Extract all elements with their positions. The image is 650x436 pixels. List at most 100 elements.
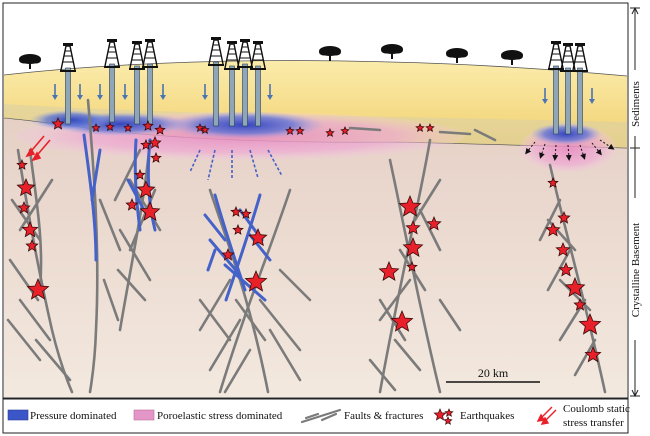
star-icon (17, 200, 31, 214)
pressure-propagation-arrows (189, 149, 283, 181)
down-arrow-icon (52, 84, 58, 100)
poroelastic-swatch (133, 409, 155, 421)
star-icon (584, 345, 602, 363)
star-icon (123, 123, 133, 133)
star-icon (16, 158, 28, 170)
oil-derrick-icon (237, 39, 253, 127)
down-arrow-icon (202, 84, 208, 100)
star-icon (148, 135, 162, 149)
star-icon (425, 123, 435, 133)
tree-icon (319, 46, 341, 61)
star-icon (390, 309, 414, 332)
legend-item-pressure: Pressure dominated (7, 409, 117, 422)
sediments-label: Sediments (630, 81, 642, 127)
star-icon (573, 297, 587, 311)
star-icon (125, 197, 139, 211)
legend-coulomb-label-2: stress transfer (563, 417, 624, 429)
star-icon (232, 223, 244, 235)
star-icon (221, 247, 235, 261)
star-icon (150, 151, 162, 163)
star-icon (398, 194, 422, 217)
legend-poroelastic-label: Poroelastic stress dominated (157, 410, 283, 422)
star-icon (295, 126, 305, 136)
oil-derrick-icon (129, 41, 145, 125)
star-icon (154, 123, 166, 135)
down-arrow-icon (97, 84, 103, 100)
star-icon (325, 128, 335, 138)
down-arrow-icon (77, 84, 83, 100)
star-icon (545, 221, 561, 237)
surface-trees (19, 44, 523, 69)
star-icon (200, 125, 210, 135)
star-icon (378, 260, 400, 281)
star-icon (406, 260, 418, 272)
legend-item-earthquakes: Earthquakes (433, 408, 514, 425)
oil-derrick-icon (104, 39, 120, 123)
down-arrow-icon (160, 84, 166, 100)
star-icon (16, 177, 36, 197)
legend-item-coulomb: Coulomb static stress transfer (536, 403, 630, 429)
legend-coulomb-label-1: Coulomb static (563, 403, 630, 415)
star-icon (578, 312, 602, 335)
legend-faults-label: Faults & fractures (344, 410, 423, 422)
star-icon (555, 241, 571, 257)
scale-bar-label: 20 km (478, 366, 509, 380)
down-arrow-icon (122, 84, 128, 100)
oil-derrick-icon (60, 43, 76, 125)
legend-pressure-label: Pressure dominated (30, 410, 117, 422)
oil-derrick-icon (142, 39, 158, 125)
star-icon (558, 261, 574, 277)
oil-derrick-icon (250, 41, 266, 127)
star-icon (405, 219, 421, 235)
star-icon (557, 210, 571, 224)
star-icon (426, 215, 442, 231)
earthquakes (16, 116, 602, 363)
down-arrow-icon (267, 84, 273, 100)
star-icon (433, 408, 454, 425)
oil-derrick-icon (208, 37, 224, 127)
star-icon (105, 122, 115, 132)
star-icon (136, 179, 156, 199)
star-icon (547, 176, 559, 188)
faults-and-fractures (6, 98, 607, 394)
star-icon (21, 220, 39, 238)
star-icon (51, 116, 65, 130)
tree-icon (381, 44, 403, 59)
legend: Pressure dominated Poroelastic stress do… (2, 398, 630, 434)
injection-wells (52, 37, 595, 135)
star-icon (415, 123, 425, 133)
crystalline-basement-layer (4, 118, 627, 397)
depth-axis (629, 6, 641, 398)
fault-icon (300, 408, 342, 424)
tree-icon (446, 48, 468, 63)
star-icon (248, 227, 268, 247)
oil-derrick-icon (572, 43, 588, 135)
poroelastic-stress-arrows (525, 139, 615, 161)
legend-item-poroelastic: Poroelastic stress dominated (133, 409, 283, 422)
star-icon (285, 126, 295, 136)
star-icon (240, 207, 252, 219)
crystalline-basement-label: Crystalline Basement (630, 223, 642, 317)
coulomb-stress-arrows (25, 135, 51, 162)
star-icon (25, 238, 39, 252)
oil-derrick-icon (224, 41, 240, 127)
red-arrow-icon (536, 406, 557, 425)
legend-earthquakes-label: Earthquakes (460, 410, 514, 422)
star-icon (402, 236, 424, 257)
star-icon (139, 200, 161, 221)
down-arrow-icon (542, 88, 548, 104)
oil-derrick-icon (548, 41, 564, 135)
down-arrow-icon (589, 88, 595, 104)
star-icon (564, 276, 586, 297)
star-icon (134, 168, 146, 180)
legend-item-faults: Faults & fractures (300, 408, 423, 424)
tree-icon (501, 50, 523, 65)
star-icon (140, 138, 152, 150)
oil-derrick-icon (560, 43, 576, 135)
star-icon (340, 126, 350, 136)
star-icon (230, 205, 242, 217)
star-icon (142, 119, 154, 131)
pressure-swatch (7, 409, 29, 421)
